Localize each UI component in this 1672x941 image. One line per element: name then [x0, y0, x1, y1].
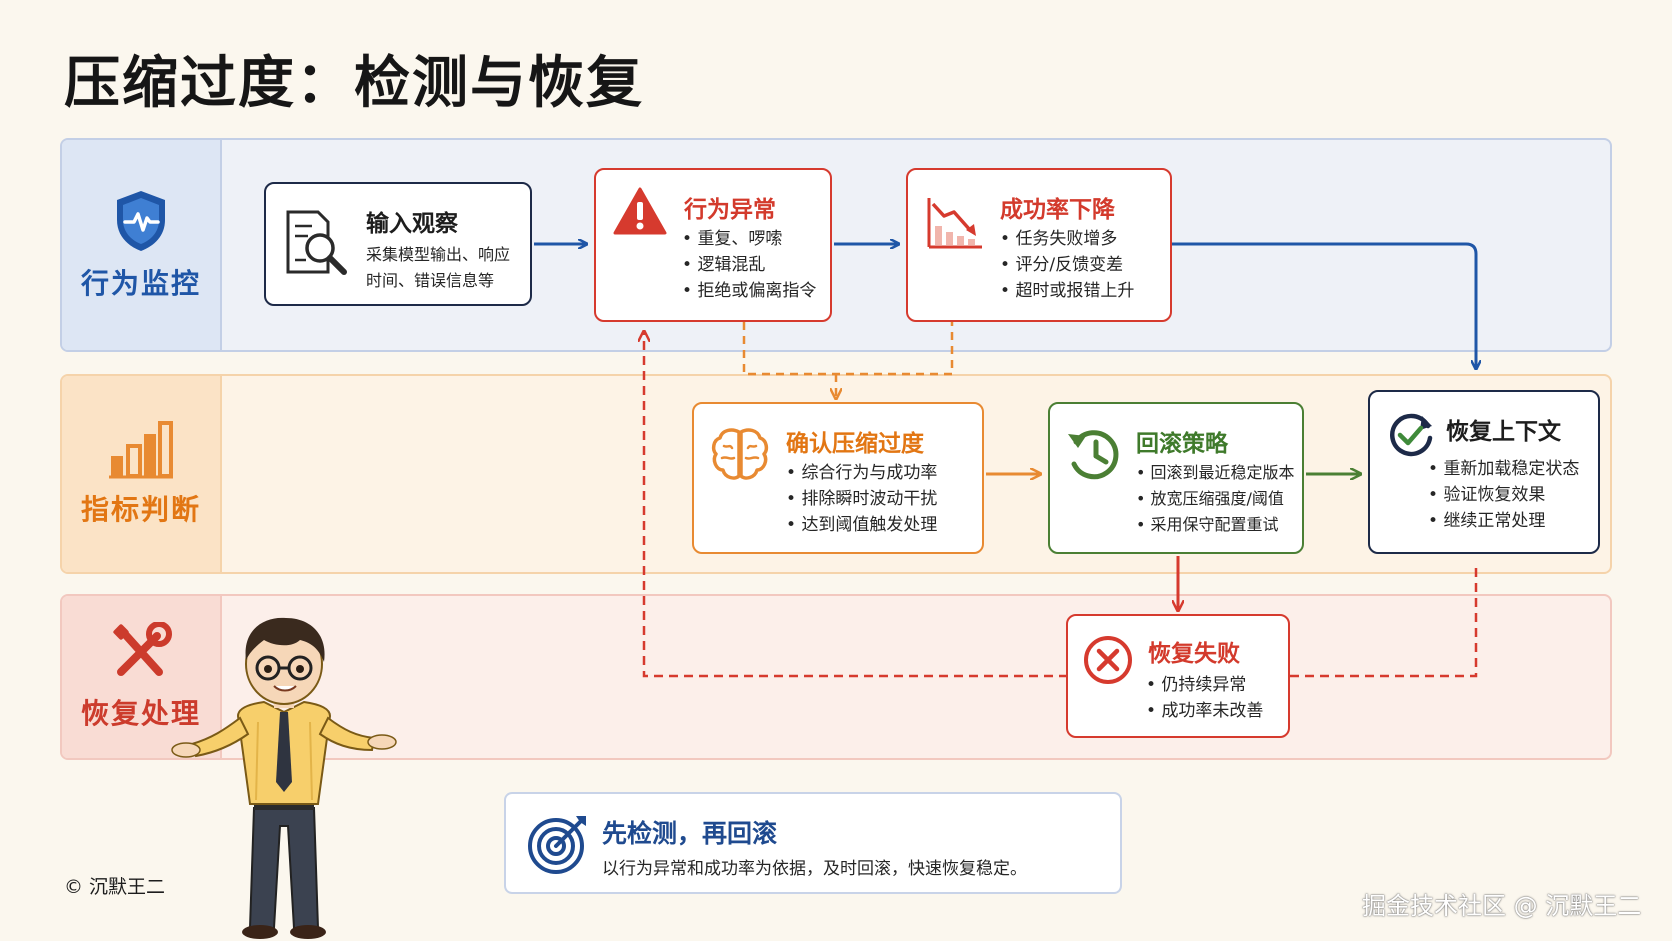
summary-desc: 以行为异常和成功率为依据，及时回滚，快速恢复稳定。	[602, 859, 1027, 879]
card-fail-list: 仍持续异常 成功率未改善	[1146, 672, 1263, 724]
summary-title: 先检测，再回滚	[602, 819, 778, 848]
list-item: 评分/反馈变差	[1000, 252, 1134, 278]
declining-chart-icon	[927, 198, 982, 249]
summary-box: 先检测，再回滚 以行为异常和成功率为依据，及时回滚，快速恢复稳定。	[504, 792, 1122, 894]
warning-triangle-icon	[613, 187, 667, 235]
card-restore-list: 重新加载稳定状态 验证恢复效果 继续正常处理	[1428, 456, 1579, 534]
card-fail-title: 恢复失败	[1148, 641, 1240, 667]
card-restore-title: 恢复上下文	[1446, 419, 1561, 445]
list-item: 继续正常处理	[1428, 508, 1579, 534]
card-anomaly-title: 行为异常	[684, 197, 776, 223]
card-input-observe: 输入观察 采集模型输出、响应 时间、错误信息等	[264, 182, 532, 306]
copyright-text: © 沉默王二	[64, 876, 166, 898]
card-confirm-title: 确认压缩过度	[786, 431, 924, 457]
list-item: 综合行为与成功率	[786, 460, 937, 486]
lane-monitor-text: 行为监控	[80, 267, 201, 300]
list-item: 任务失败增多	[1000, 226, 1134, 252]
list-item: 放宽压缩强度/阈值	[1136, 486, 1295, 512]
card-input-desc-1: 采集模型输出、响应	[366, 245, 511, 264]
list-item: 验证恢复效果	[1428, 482, 1579, 508]
card-success-title: 成功率下降	[1000, 197, 1115, 223]
card-rollback: 回滚策略 回滚到最近稳定版本 放宽压缩强度/阈值 采用保守配置重试	[1048, 402, 1304, 554]
card-confirm: 确认压缩过度 综合行为与成功率 排除瞬时波动干扰 达到阈值触发处理	[692, 402, 984, 554]
wrench-screwdriver-icon	[113, 622, 172, 676]
list-item: 重复、啰嗦	[682, 226, 816, 252]
lane-monitor-label: 行为监控	[62, 140, 222, 350]
bar-chart-icon	[109, 421, 173, 479]
list-item: 达到阈值触发处理	[786, 512, 937, 538]
x-circle-icon	[1084, 636, 1132, 684]
card-rollback-title: 回滚策略	[1136, 431, 1228, 457]
list-item: 成功率未改善	[1146, 698, 1263, 724]
lane-recover-label: 恢复处理	[62, 596, 222, 758]
list-item: 超时或报错上升	[1000, 278, 1134, 304]
list-item: 仍持续异常	[1146, 672, 1263, 698]
target-arrow-icon	[528, 816, 586, 874]
mascot-illustration	[171, 617, 397, 939]
card-input-title: 输入观察	[366, 211, 458, 237]
list-item: 拒绝或偏离指令	[682, 278, 816, 304]
card-input-desc-2: 时间、错误信息等	[366, 271, 495, 290]
card-rollback-list: 回滚到最近稳定版本 放宽压缩强度/阈值 采用保守配置重试	[1136, 460, 1295, 538]
page-title: 压缩过度：检测与恢复	[64, 51, 644, 116]
document-magnifier-icon	[286, 210, 347, 275]
card-success-drop: 成功率下降 任务失败增多 评分/反馈变差 超时或报错上升	[906, 168, 1172, 322]
list-item: 排除瞬时波动干扰	[786, 486, 937, 512]
list-item: 重新加载稳定状态	[1428, 456, 1579, 482]
watermark-text: 掘金技术社区 @ 沉默王二	[1362, 892, 1642, 920]
card-restore: 恢复上下文 重新加载稳定状态 验证恢复效果 继续正常处理	[1368, 390, 1600, 554]
list-item: 回滚到最近稳定版本	[1136, 460, 1295, 486]
list-item: 逻辑混乱	[682, 252, 816, 278]
lane-judge-text: 指标判断	[80, 493, 201, 526]
refresh-check-icon	[1390, 413, 1433, 457]
card-anomaly: 行为异常 重复、啰嗦 逻辑混乱 拒绝或偏离指令	[594, 168, 832, 322]
lane-judge-label: 指标判断	[62, 376, 222, 572]
history-icon	[1068, 430, 1119, 480]
card-success-list: 任务失败增多 评分/反馈变差 超时或报错上升	[1000, 226, 1134, 304]
card-fail: 恢复失败 仍持续异常 成功率未改善	[1066, 614, 1290, 738]
card-anomaly-list: 重复、啰嗦 逻辑混乱 拒绝或偏离指令	[682, 226, 816, 304]
card-confirm-list: 综合行为与成功率 排除瞬时波动干扰 达到阈值触发处理	[786, 460, 937, 538]
list-item: 采用保守配置重试	[1136, 512, 1295, 538]
shield-heartbeat-icon	[117, 191, 165, 251]
lane-recover-text: 恢复处理	[80, 697, 201, 730]
brain-icon	[711, 428, 769, 480]
